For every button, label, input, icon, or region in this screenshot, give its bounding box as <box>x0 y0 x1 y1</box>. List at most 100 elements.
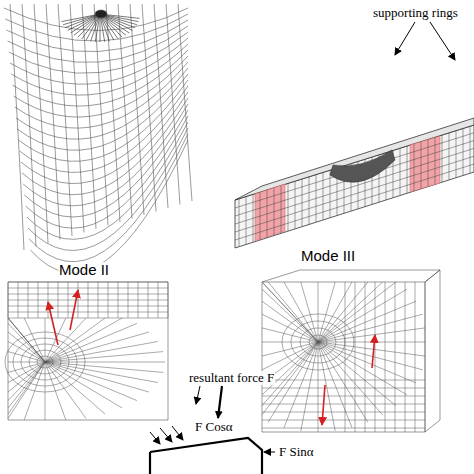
mesh-line <box>415 282 416 432</box>
mesh-line <box>345 282 346 432</box>
mesh-line <box>45 362 46 420</box>
mesh-line <box>365 282 366 432</box>
mesh-line <box>318 342 335 431</box>
mesh-line <box>291 321 345 363</box>
mesh-line <box>45 352 163 362</box>
mesh-line <box>318 342 416 383</box>
mesh-line <box>8 362 45 363</box>
mesh-line <box>262 420 425 421</box>
mesh-line <box>178 4 192 201</box>
mesh-line <box>24 110 188 217</box>
mesh-line <box>318 301 416 342</box>
mesh-line <box>45 362 86 418</box>
mesh-line <box>235 148 474 224</box>
mesh-line <box>13 338 77 386</box>
mode-label: Mode II <box>58 262 110 279</box>
mesh-line <box>262 342 318 343</box>
mesh-line <box>45 362 165 363</box>
mesh-line <box>74 14 100 35</box>
mesh-line <box>62 14 100 22</box>
mesh-line <box>318 289 407 342</box>
mesh-line <box>8 300 168 301</box>
mesh-line <box>45 341 158 362</box>
mesh-line <box>29 350 61 374</box>
mesh-line <box>8 362 45 414</box>
mesh-line <box>8 318 168 319</box>
mesh-line <box>268 282 318 342</box>
mesh-line <box>318 282 368 342</box>
mesh-line <box>405 282 406 432</box>
mesh-line <box>395 282 396 432</box>
mesh-line <box>45 318 46 362</box>
mesh-line <box>262 301 318 342</box>
mesh-line <box>262 282 425 432</box>
mesh-line <box>86 14 100 40</box>
mesh-line <box>318 342 368 422</box>
mesh-line <box>45 362 105 414</box>
mesh-line <box>10 4 24 250</box>
mesh-line <box>8 318 45 362</box>
mesh-line <box>262 396 425 397</box>
mesh-line <box>82 4 96 229</box>
mesh-line <box>301 342 318 431</box>
mesh-line <box>284 282 318 342</box>
mesh-line <box>118 4 132 219</box>
mesh-line <box>318 282 319 342</box>
mesh-line <box>45 362 149 392</box>
mesh-line <box>8 288 168 289</box>
mesh-line <box>235 118 474 200</box>
mesh-line <box>318 342 407 395</box>
mesh-line <box>425 282 426 432</box>
mesh-line <box>8 323 45 362</box>
mesh-line <box>8 362 45 401</box>
force-component-label: F Cosα <box>194 420 234 434</box>
part-label: supporting rings <box>372 6 459 20</box>
mesh-line <box>262 270 440 432</box>
mesh-line <box>318 282 396 342</box>
mesh-line <box>8 318 45 362</box>
mesh-line <box>301 282 318 342</box>
mesh-line <box>330 150 395 182</box>
mesh-line <box>8 362 45 408</box>
mesh-line <box>318 342 425 343</box>
mesh-line <box>24 318 45 362</box>
mesh-line <box>130 4 144 215</box>
mesh-line <box>142 4 156 212</box>
mesh-line <box>8 294 168 295</box>
mode-label: Mode III <box>300 248 356 265</box>
mesh-line <box>21 344 69 380</box>
mesh-line <box>37 356 53 368</box>
mesh-line <box>46 4 60 240</box>
mesh-line <box>262 282 318 342</box>
mesh-line <box>262 380 425 381</box>
mesh-line <box>58 4 72 236</box>
mesh-line <box>8 362 45 418</box>
mesh-line <box>318 342 319 432</box>
mesh-line <box>166 4 180 205</box>
mesh-line <box>8 282 168 283</box>
mesh-line <box>5 14 188 41</box>
mesh-line <box>262 342 318 370</box>
mesh-line <box>318 342 425 356</box>
mesh-line <box>70 4 84 233</box>
force-component-label: F Sinα <box>278 445 315 459</box>
mesh-line <box>34 4 48 243</box>
mesh-line <box>262 342 318 395</box>
mesh-line <box>63 14 100 25</box>
mesh-line <box>235 133 474 208</box>
mesh-line <box>318 342 423 370</box>
mesh-line <box>262 404 425 405</box>
mesh-line <box>282 314 354 370</box>
mesh-line <box>375 282 376 432</box>
mesh-line <box>8 306 168 307</box>
mesh-line <box>300 328 336 356</box>
mesh-line <box>262 428 425 429</box>
mesh-line <box>30 140 188 273</box>
mesh-line <box>94 4 108 226</box>
mesh-line <box>318 342 352 428</box>
mesh-line <box>23 104 188 206</box>
mesh-line <box>318 314 423 342</box>
mesh-line <box>45 362 122 408</box>
